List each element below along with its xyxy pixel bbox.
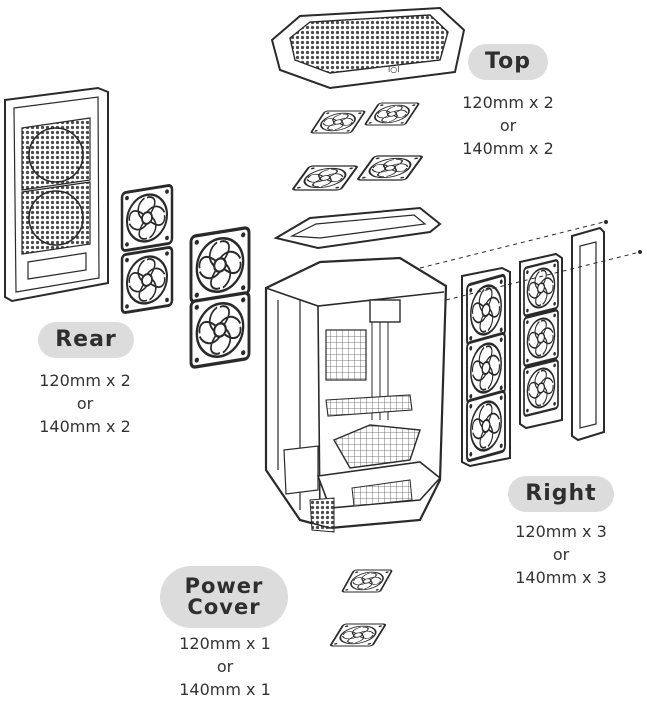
right-title: Right bbox=[525, 481, 597, 506]
top-label-pill: Top bbox=[468, 44, 548, 80]
guide-screw-dot bbox=[604, 220, 608, 224]
power-cover-label-pill: Power Cover bbox=[160, 566, 288, 628]
top-bracket bbox=[273, 206, 442, 250]
top-spec-line1: 120mm x 2 bbox=[462, 93, 554, 112]
right-spec-line1: 120mm x 3 bbox=[515, 522, 607, 541]
rear-spec-line1: 120mm x 2 bbox=[39, 371, 131, 390]
power-cover-spec-line1: 120mm x 1 bbox=[179, 634, 271, 653]
rear-fans bbox=[120, 183, 251, 370]
right-spec-line3: 140mm x 3 bbox=[515, 568, 607, 587]
top-spec-line3: 140mm x 2 bbox=[462, 139, 554, 158]
top-fans bbox=[290, 101, 425, 192]
power-cover-title-1: Power bbox=[184, 574, 264, 598]
rear-label-pill: Rear bbox=[38, 322, 134, 358]
rear-spec-line2: or bbox=[76, 394, 94, 413]
power-cover-title-2: Cover bbox=[187, 595, 261, 619]
rear-panel bbox=[4, 86, 109, 303]
power-cover-spec-line3: 140mm x 1 bbox=[179, 680, 271, 699]
power-cover-spec: 120mm x 1 or 140mm x 1 bbox=[164, 632, 286, 701]
right-frame bbox=[571, 226, 605, 442]
right-spec-line2: or bbox=[552, 545, 570, 564]
svg-text:l○l: l○l bbox=[388, 65, 399, 74]
right-fans bbox=[461, 252, 563, 468]
power-cover-fans bbox=[329, 569, 394, 648]
top-title: Top bbox=[485, 49, 531, 74]
top-cover: l○l bbox=[270, 6, 466, 90]
rear-title: Rear bbox=[55, 327, 117, 352]
rear-spec-line3: 140mm x 2 bbox=[39, 417, 131, 436]
top-spec-line2: or bbox=[499, 116, 517, 135]
right-spec: 120mm x 3 or 140mm x 3 bbox=[500, 520, 622, 589]
right-label-pill: Right bbox=[508, 476, 614, 512]
power-cover-spec-line2: or bbox=[216, 657, 234, 676]
top-spec: 120mm x 2 or 140mm x 2 bbox=[448, 91, 568, 160]
guide-screw-dot bbox=[638, 250, 642, 254]
main-chassis bbox=[264, 256, 448, 533]
rear-spec: 120mm x 2 or 140mm x 2 bbox=[24, 369, 146, 438]
guide-lines bbox=[419, 221, 641, 301]
